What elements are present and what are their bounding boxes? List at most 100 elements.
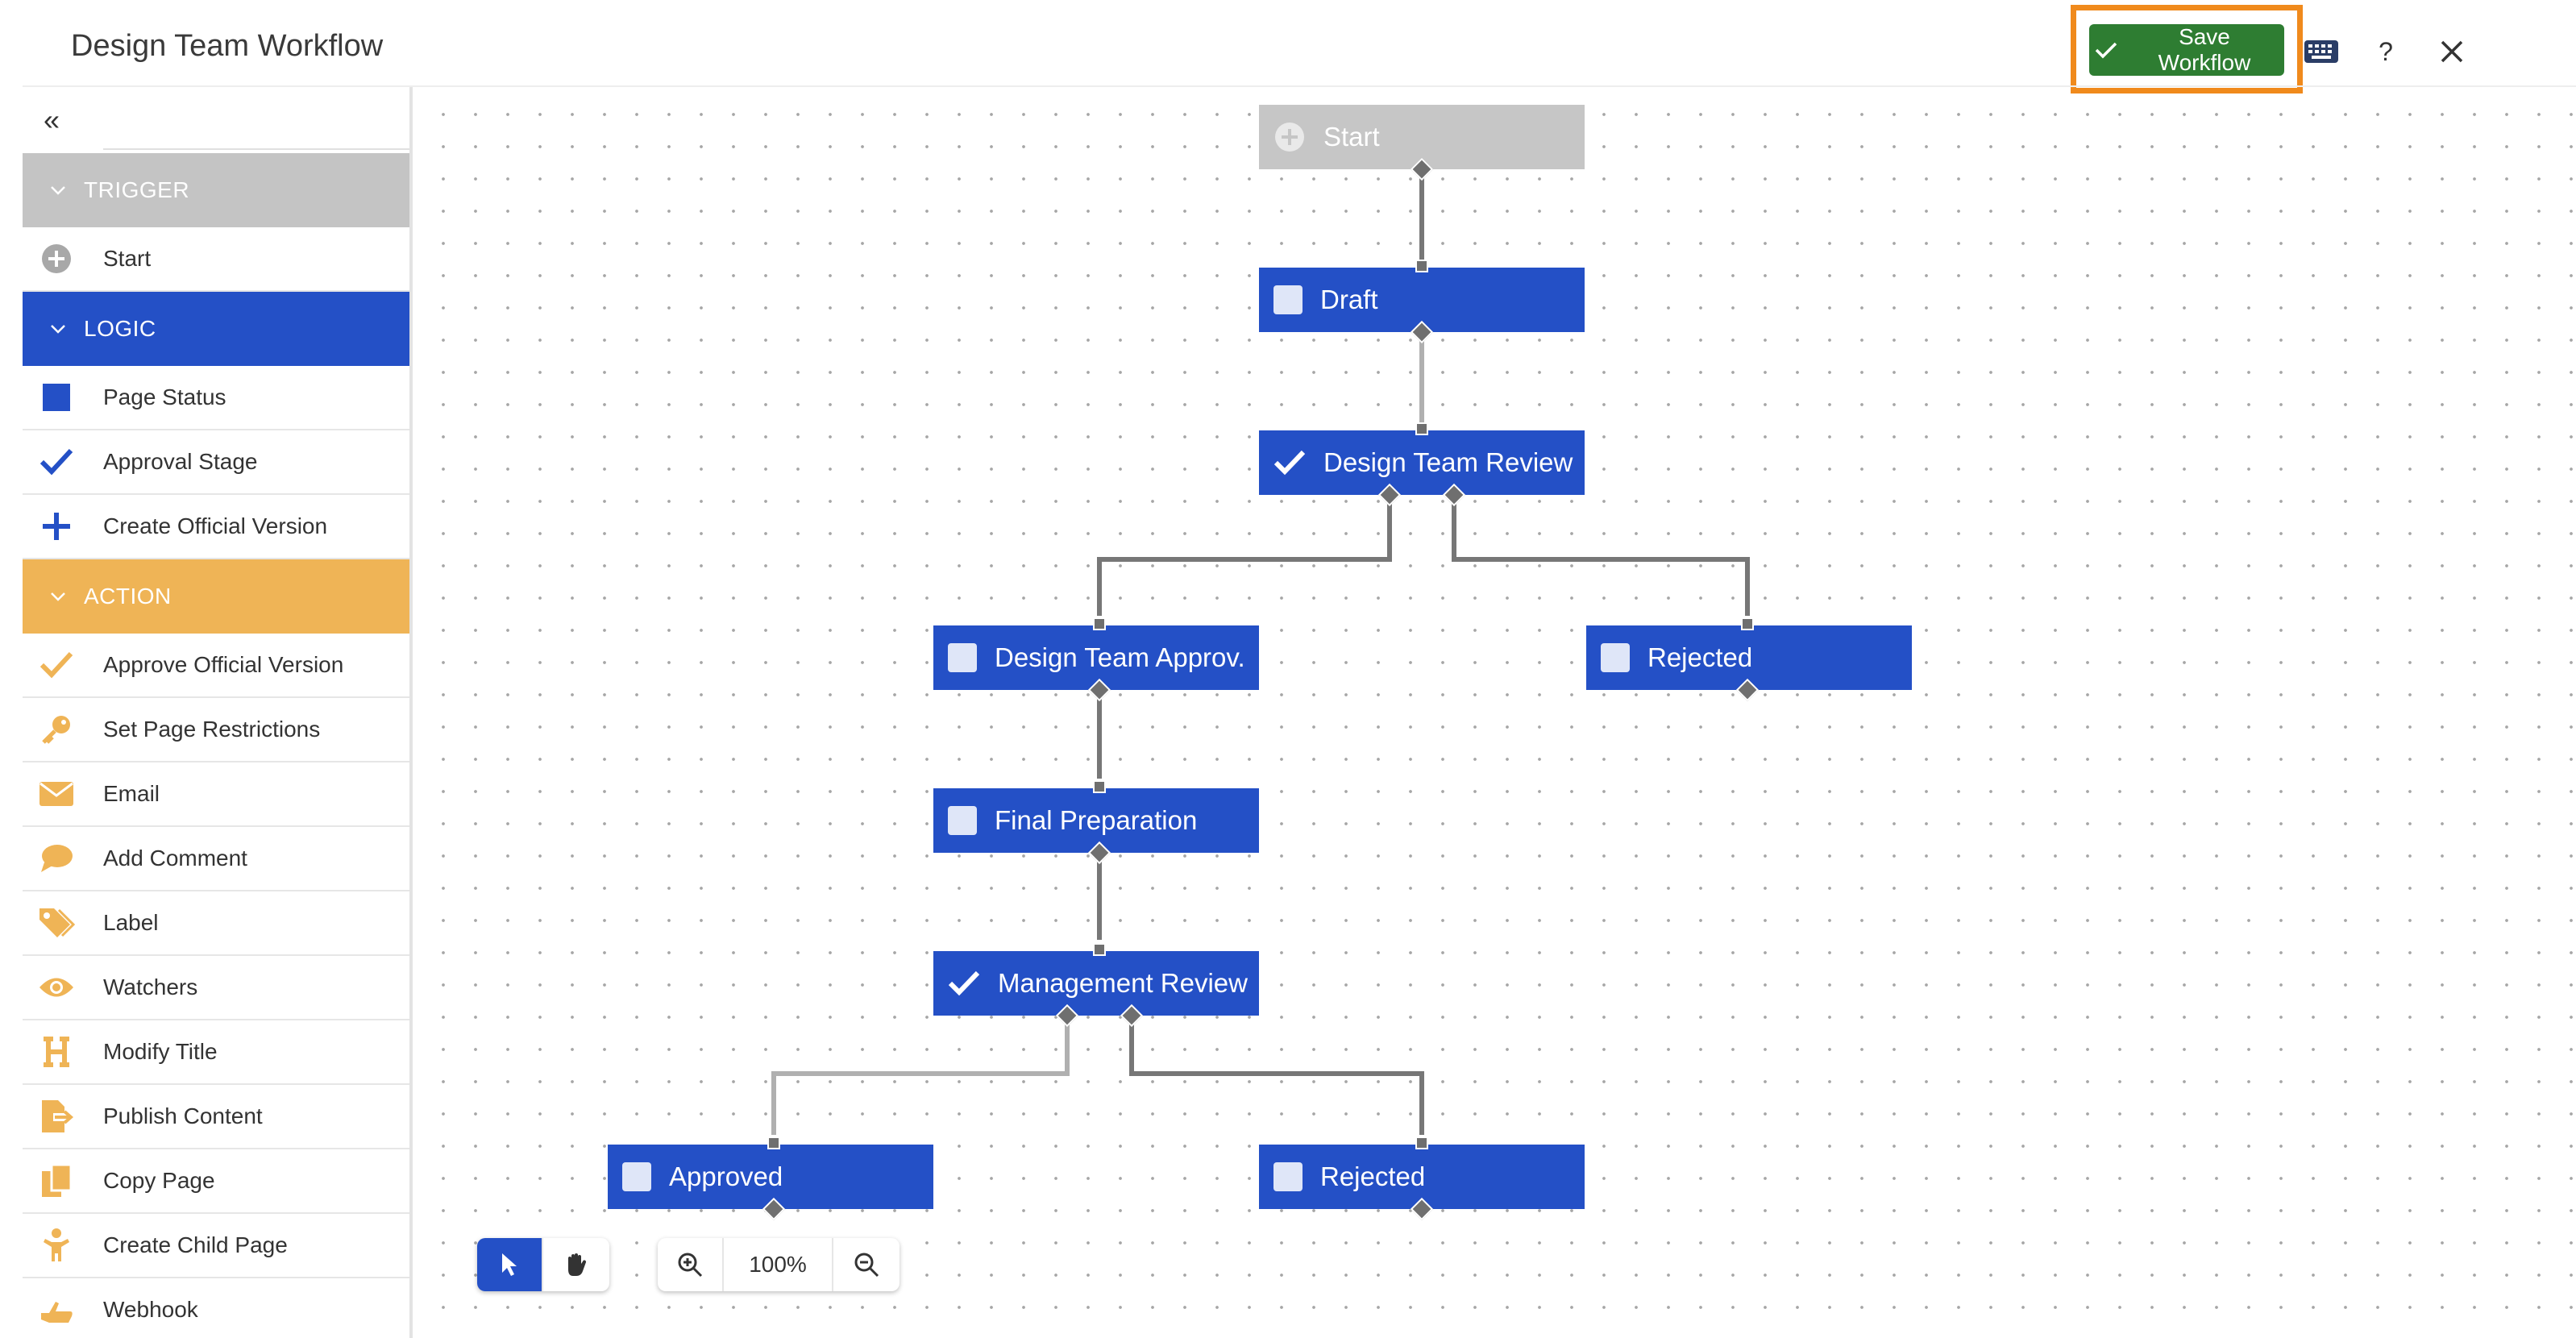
input-port[interactable]: [1093, 617, 1106, 630]
eye-icon: [34, 965, 79, 1010]
input-port[interactable]: [1741, 617, 1754, 630]
node-label: Design Team Review: [1323, 447, 1573, 477]
input-port[interactable]: [1093, 780, 1106, 793]
node-design-team-approved[interactable]: Design Team Approv.: [933, 625, 1259, 690]
save-workflow-button[interactable]: Save Workflow: [2089, 24, 2284, 76]
heading-icon: [34, 1029, 79, 1074]
checkmark-icon: [34, 642, 79, 688]
help-icon: ?: [2379, 36, 2393, 66]
zoom-in-icon: [678, 1253, 703, 1278]
checkmark-icon: [1273, 450, 1306, 476]
palette-item-watchers[interactable]: Watchers: [23, 956, 409, 1020]
header-divider: [23, 85, 2576, 87]
keyboard-icon: [2304, 40, 2338, 63]
canvas-mode-toolbar: [477, 1238, 609, 1291]
connector-review-rejected: [1452, 490, 1750, 616]
node-final-preparation[interactable]: Final Preparation: [933, 788, 1259, 853]
palette-item-publish-content[interactable]: Publish Content: [23, 1085, 409, 1149]
node-label: Rejected: [1320, 1161, 1426, 1191]
pan-tool-button[interactable]: [543, 1238, 609, 1291]
palette-item-label-action[interactable]: Label: [23, 891, 409, 956]
select-tool-button[interactable]: [477, 1238, 543, 1291]
palette-item-create-child-page[interactable]: Create Child Page: [23, 1214, 409, 1278]
close-button[interactable]: [2429, 29, 2474, 74]
sidebar-search-line: [103, 148, 409, 150]
node-rejected-management[interactable]: Rejected: [1259, 1145, 1585, 1209]
input-port[interactable]: [767, 1136, 780, 1149]
pointer-icon: [502, 1253, 517, 1276]
hand-icon: [568, 1253, 587, 1276]
palette-item-label: Approval Stage: [103, 449, 258, 474]
checkbox-icon: [948, 806, 977, 835]
node-design-team-review[interactable]: Design Team Review: [1259, 430, 1585, 495]
section-action[interactable]: ACTION: [23, 559, 409, 634]
palette-item-label: Webhook: [103, 1297, 198, 1322]
palette-item-label: Create Official Version: [103, 513, 328, 538]
checkbox-icon: [1273, 285, 1303, 314]
node-management-review[interactable]: Management Review: [933, 951, 1259, 1016]
node-label: Approved: [669, 1161, 783, 1191]
section-logic[interactable]: LOGIC: [23, 292, 409, 366]
palette-item-email[interactable]: Email: [23, 762, 409, 827]
palette-item-label: Copy Page: [103, 1168, 215, 1193]
palette-item-label: Watchers: [103, 974, 198, 999]
workflow-canvas[interactable]: Start Draft Design Team Review Design Te…: [416, 87, 2576, 1338]
tag-icon: [34, 900, 79, 945]
connector-review-approved: [1097, 490, 1392, 616]
component-palette: « TRIGGER Start LOGIC Page Status Approv…: [23, 87, 413, 1338]
palette-item-set-page-restrictions[interactable]: Set Page Restrictions: [23, 698, 409, 762]
node-label: Final Preparation: [995, 805, 1198, 835]
palette-item-label: Set Page Restrictions: [103, 717, 321, 742]
keyboard-shortcuts-button[interactable]: [2299, 29, 2344, 74]
section-trigger[interactable]: TRIGGER: [23, 153, 409, 227]
zoom-in-button[interactable]: [658, 1238, 724, 1291]
plus-circle-icon: [34, 236, 79, 281]
node-label: Management Review: [998, 968, 1248, 998]
palette-item-copy-page[interactable]: Copy Page: [23, 1149, 409, 1214]
comment-icon: [34, 836, 79, 881]
zoom-out-button[interactable]: [833, 1238, 900, 1291]
input-port[interactable]: [1415, 1136, 1428, 1149]
checkbox-icon: [622, 1162, 651, 1191]
square-icon: [34, 375, 79, 420]
help-button[interactable]: ?: [2363, 29, 2408, 74]
checkmark-icon: [2095, 42, 2117, 59]
palette-item-start[interactable]: Start: [23, 227, 409, 292]
input-port[interactable]: [1415, 260, 1428, 272]
palette-item-approval-stage[interactable]: Approval Stage: [23, 430, 409, 495]
zoom-toolbar: 100%: [658, 1238, 900, 1291]
input-port[interactable]: [1415, 422, 1428, 435]
palette-item-add-comment[interactable]: Add Comment: [23, 827, 409, 891]
page-title: Design Team Workflow: [71, 29, 384, 63]
zoom-level: 100%: [724, 1238, 833, 1291]
chevron-down-icon: [51, 325, 65, 334]
palette-item-label: Publish Content: [103, 1103, 263, 1128]
checkbox-icon: [1273, 1162, 1303, 1191]
palette-item-page-status[interactable]: Page Status: [23, 366, 409, 430]
palette-item-label: Label: [103, 910, 159, 935]
palette-item-modify-title[interactable]: Modify Title: [23, 1020, 409, 1085]
child-icon: [34, 1223, 79, 1268]
palette-item-create-official-version[interactable]: Create Official Version: [23, 495, 409, 559]
close-icon: [2441, 40, 2463, 63]
checkmark-icon: [34, 439, 79, 484]
palette-item-approve-official-version[interactable]: Approve Official Version: [23, 634, 409, 698]
node-approved[interactable]: Approved: [608, 1145, 933, 1209]
node-label: Rejected: [1647, 642, 1753, 672]
collapse-sidebar-button[interactable]: «: [44, 103, 60, 136]
palette-item-label: Approve Official Version: [103, 652, 344, 677]
section-action-label: ACTION: [84, 584, 172, 609]
save-workflow-label: Save Workflow: [2158, 24, 2251, 75]
section-trigger-label: TRIGGER: [84, 177, 190, 202]
checkmark-icon: [948, 970, 980, 996]
palette-item-webhook[interactable]: Webhook: [23, 1278, 409, 1338]
header: Design Team Workflow Save Workflow ?: [0, 0, 2576, 93]
palette-item-label: Create Child Page: [103, 1232, 288, 1257]
input-port[interactable]: [1093, 943, 1106, 956]
node-label: Draft: [1320, 285, 1378, 314]
node-rejected-design[interactable]: Rejected: [1586, 625, 1912, 690]
chevron-down-icon: [51, 186, 65, 195]
checkbox-icon: [1601, 643, 1630, 672]
key-icon: [34, 707, 79, 752]
connector-management-approved: [771, 1006, 1070, 1135]
